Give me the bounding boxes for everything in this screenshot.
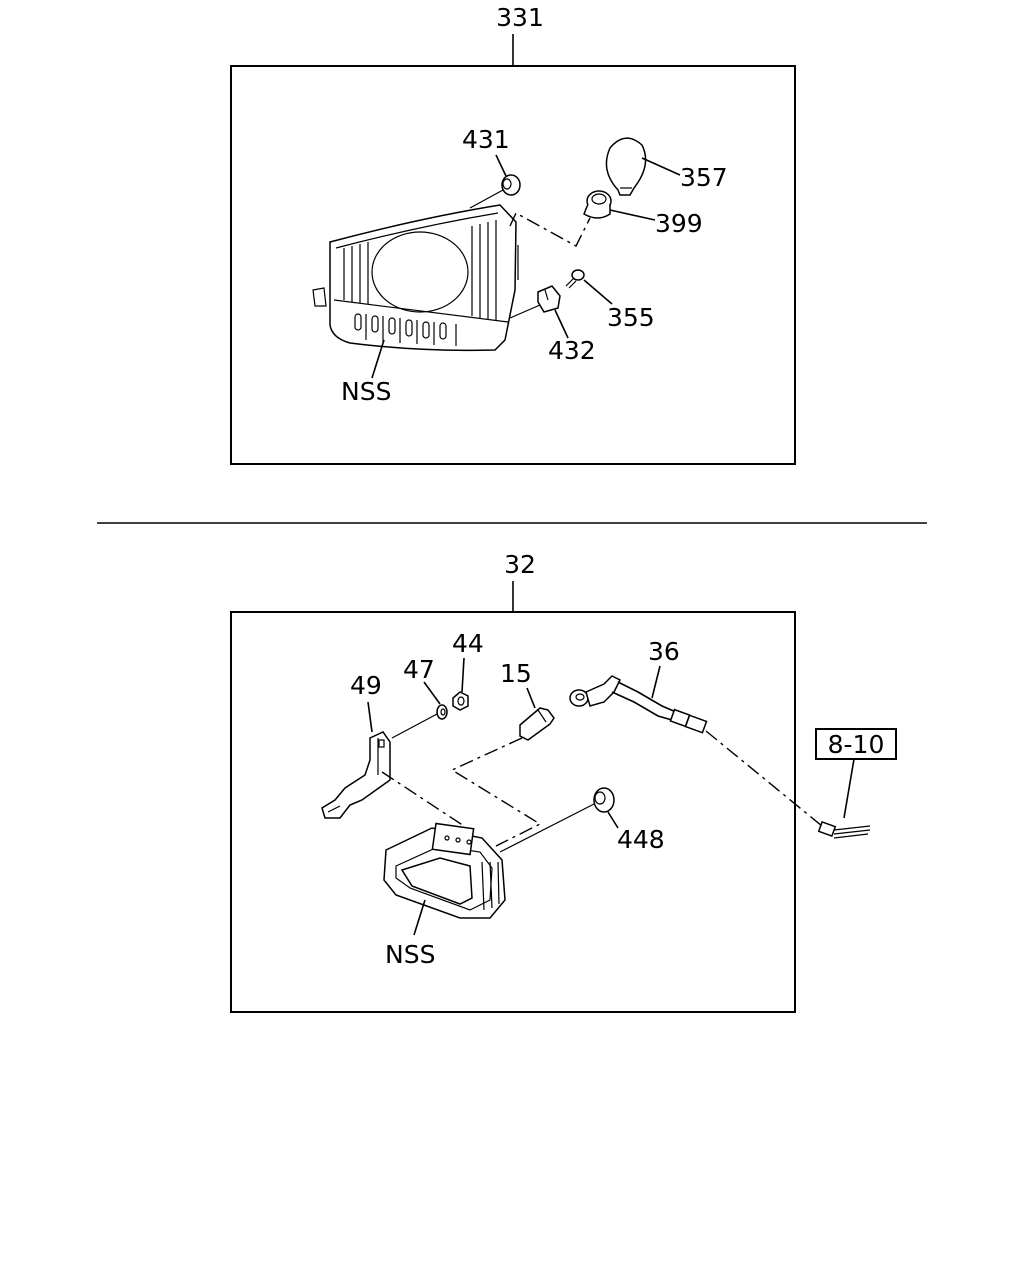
top-group-label: 331 — [496, 3, 544, 32]
callout-357: 357 — [680, 163, 728, 192]
callout-top-nss: NSS — [341, 377, 391, 406]
leader-432 — [554, 309, 569, 339]
callout-reference: 8-10 — [828, 730, 885, 759]
leader-36 — [651, 665, 661, 699]
bottom-assembly: 32 49 47 44 15 — [230, 550, 897, 1013]
leader-44 — [461, 657, 465, 693]
top-frame — [230, 65, 796, 465]
top-assembly: 331 — [230, 3, 796, 465]
assembly-line-harness — [705, 730, 823, 827]
leader-355 — [583, 279, 613, 305]
callout-355: 355 — [607, 303, 655, 332]
bottom-group-label: 32 — [504, 550, 536, 579]
leader-15 — [526, 687, 536, 709]
corner-lamp-drawing — [312, 204, 519, 352]
leader-47 — [423, 681, 441, 705]
callout-15: 15 — [500, 659, 532, 688]
leader-431 — [495, 154, 507, 177]
washer-47-drawing — [436, 704, 448, 720]
leader-top-nss — [371, 339, 385, 379]
callout-36: 36 — [648, 637, 680, 666]
assembly-line-socket — [509, 212, 591, 247]
grommet-448-drawing — [593, 787, 615, 813]
socket-399-drawing — [583, 190, 612, 219]
clip-432-drawing — [537, 285, 561, 313]
assembly-line-431 — [469, 189, 504, 209]
callout-44: 44 — [452, 629, 484, 658]
screw-355-drawing — [565, 269, 585, 289]
callout-399: 399 — [655, 209, 703, 238]
assembly-line-47 — [391, 713, 438, 739]
callout-49: 49 — [350, 671, 382, 700]
bulb-357-drawing — [605, 137, 647, 196]
harness-36-drawing — [569, 675, 708, 734]
reference-box — [815, 728, 897, 760]
leader-448 — [607, 811, 619, 829]
leader-49 — [367, 701, 373, 733]
leader-399 — [609, 209, 656, 221]
bracket-49-drawing — [321, 731, 391, 819]
reference-connector-drawing — [817, 820, 871, 839]
nut-44-drawing — [452, 691, 469, 711]
bottom-frame — [230, 611, 796, 1013]
callout-bottom-nss: NSS — [385, 940, 435, 969]
clip-431-drawing — [501, 174, 521, 196]
assembly-line-432 — [509, 304, 541, 319]
callout-47: 47 — [403, 655, 435, 684]
callout-448: 448 — [617, 825, 665, 854]
fog-lamp-drawing — [383, 822, 506, 919]
leader-bottom-nss — [413, 899, 426, 936]
leader-reference — [843, 758, 855, 819]
assembly-line-bulb — [450, 737, 542, 847]
bulb-15-drawing — [519, 707, 555, 741]
assembly-line-bracket — [381, 771, 465, 827]
callout-432: 432 — [548, 336, 596, 365]
callout-431: 431 — [462, 125, 510, 154]
leader-357 — [641, 157, 681, 176]
assembly-line-448 — [499, 803, 595, 853]
